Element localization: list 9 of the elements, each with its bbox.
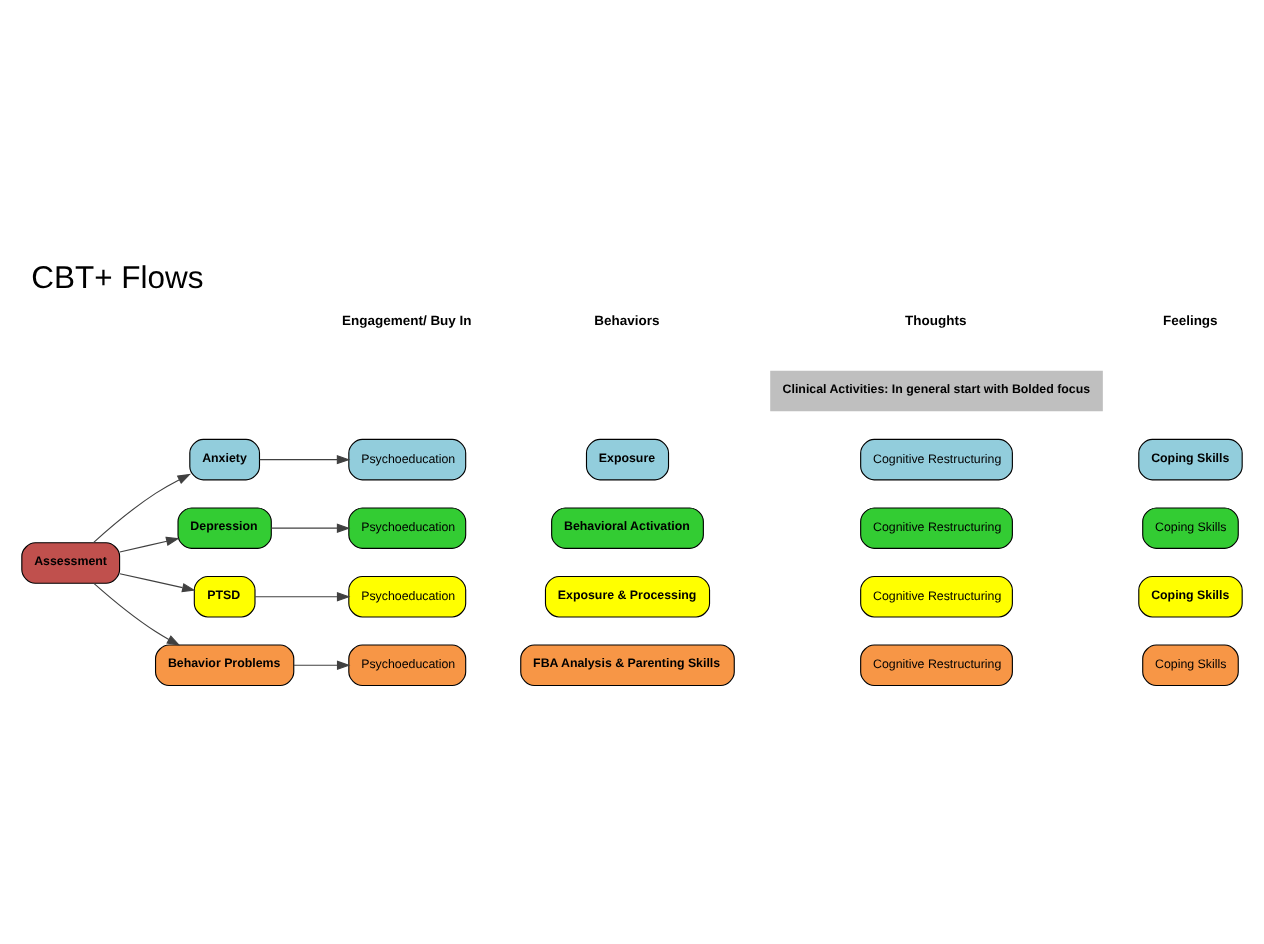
arrow bbox=[293, 660, 351, 670]
arrow bbox=[254, 592, 351, 602]
arrow bbox=[259, 454, 351, 465]
diagram-title: CBT+ Flows bbox=[31, 262, 204, 297]
arrow bbox=[119, 536, 180, 553]
arrow bbox=[93, 582, 181, 646]
arrow bbox=[92, 473, 191, 544]
arrow bbox=[270, 523, 351, 533]
arrow bbox=[119, 573, 196, 593]
